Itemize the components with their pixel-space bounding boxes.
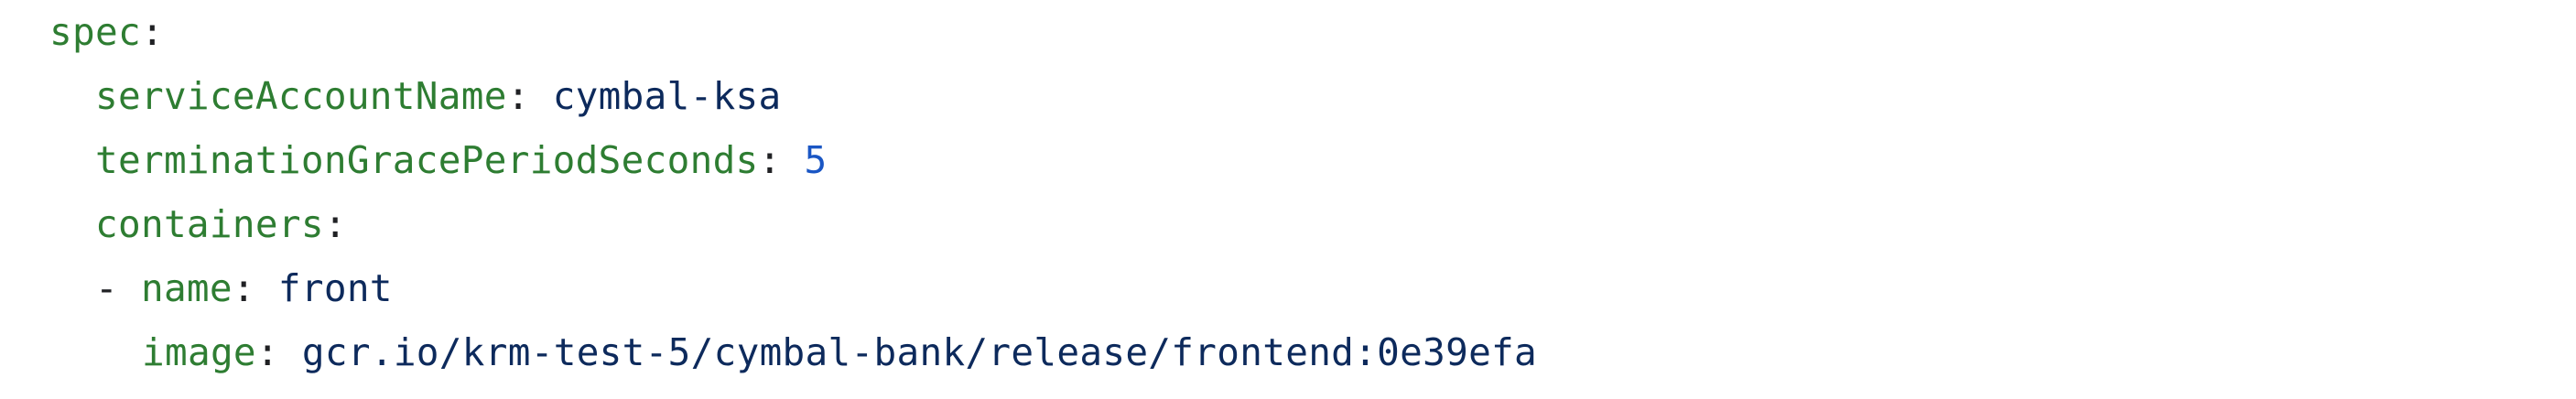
yaml-key-name: name xyxy=(140,266,233,310)
yaml-colon: : xyxy=(255,330,279,374)
code-line-6: image: gcr.io/krm-test-5/cymbal-bank/rel… xyxy=(0,320,1537,384)
code-line-5: - name: front xyxy=(0,256,393,320)
code-line-1: spec: xyxy=(0,0,164,64)
yaml-key-containers: containers xyxy=(95,202,324,246)
yaml-value-service-account-name: cymbal-ksa xyxy=(552,74,782,118)
yaml-value-termination-grace-period: 5 xyxy=(804,138,828,182)
yaml-key-termination-grace-period: terminationGracePeriodSeconds xyxy=(95,138,759,182)
code-line-4: containers: xyxy=(0,192,347,256)
code-line-3: terminationGracePeriodSeconds: 5 xyxy=(0,128,828,192)
yaml-key-image: image xyxy=(142,330,256,374)
yaml-colon: : xyxy=(758,138,782,182)
yaml-colon: : xyxy=(232,266,255,310)
code-line-2: serviceAccountName: cymbal-ksa xyxy=(0,64,782,128)
yaml-colon: : xyxy=(140,10,164,54)
yaml-key-spec: spec xyxy=(49,10,141,54)
yaml-value-name: front xyxy=(277,266,393,310)
yaml-key-service-account-name: serviceAccountName xyxy=(95,74,507,118)
yaml-colon: : xyxy=(506,74,530,118)
yaml-colon: : xyxy=(323,202,347,246)
yaml-value-image: gcr.io/krm-test-5/cymbal-bank/release/fr… xyxy=(301,330,1538,374)
yaml-list-dash: - xyxy=(95,266,118,310)
